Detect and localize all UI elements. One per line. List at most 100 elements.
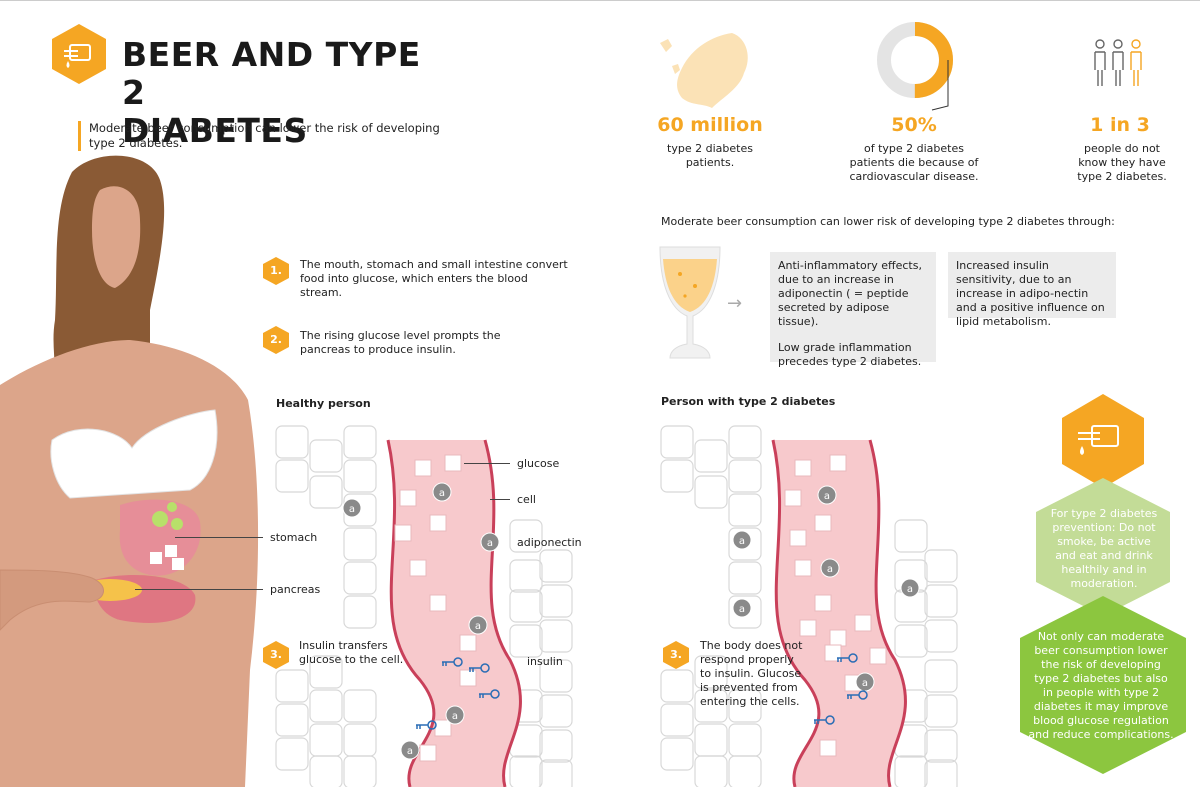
title-line-2: DIABETES <box>122 111 308 150</box>
adiponectin-glyph: a <box>407 746 413 757</box>
step-2-number: 2. <box>270 333 282 346</box>
cell-shape <box>539 759 573 787</box>
cell-shape <box>924 584 958 618</box>
person-icon <box>1094 39 1106 86</box>
stat-1-text: type 2 diabetes patients. <box>667 142 753 169</box>
glucose-cube <box>429 514 447 532</box>
stomach-label: stomach <box>270 531 318 544</box>
cell-shape <box>924 694 958 728</box>
step-3-diabetic-text: The body does not respond properly to in… <box>700 639 803 708</box>
glucose-cube <box>854 614 872 632</box>
adiponectin-dot <box>732 598 752 618</box>
cell-shape <box>728 755 762 787</box>
mechanisms-intro: Moderate beer consumption can lower risk… <box>661 215 1115 228</box>
tips-hexagons <box>1020 394 1186 774</box>
glucose-cube <box>819 739 837 757</box>
diabetic-vessel-diagram: a a a a a a <box>660 425 958 787</box>
insulin-key <box>479 689 500 699</box>
cell-shape <box>894 755 928 787</box>
stat-3-value: 1 in 3 <box>1090 114 1150 136</box>
cell-shape <box>924 659 958 693</box>
cell-shape <box>275 459 309 493</box>
cell-shape <box>660 737 694 771</box>
adiponectin-label: adiponectin <box>517 536 582 549</box>
glucose-cube <box>789 529 807 547</box>
cell-leader <box>490 499 510 500</box>
beer-glass-icon <box>659 246 721 359</box>
cell-shape <box>275 703 309 737</box>
glucose-cube <box>414 459 432 477</box>
cell-shape <box>509 589 543 623</box>
cell-shape <box>539 619 573 653</box>
cell-shape <box>728 723 762 757</box>
cell-shape <box>275 425 309 459</box>
cell-shape <box>309 475 343 509</box>
glucose-label: glucose <box>517 457 560 470</box>
step-3-healthy-hex <box>263 641 289 669</box>
cell-shape <box>509 755 543 787</box>
step-3-healthy-number: 3. <box>270 648 282 661</box>
glucose-cube <box>394 524 412 542</box>
cell-shape <box>309 723 343 757</box>
insulin-key <box>416 720 437 730</box>
adiponectin-dot <box>900 578 920 598</box>
hand-drop-icon-2 <box>1078 425 1119 455</box>
step-3-diabetic-number: 3. <box>670 648 682 661</box>
adiponectin-dot <box>342 498 362 518</box>
glucose-cube <box>869 647 887 665</box>
glucose-leader <box>464 463 510 464</box>
glucose-cube <box>399 489 417 507</box>
intro-text: Moderate beer consumption can lower the … <box>78 121 449 151</box>
adiponectin-glyph: a <box>739 536 745 547</box>
cell-shape <box>728 527 762 561</box>
cell-shape <box>728 459 762 493</box>
cell-shape <box>309 755 343 787</box>
cell-shape <box>660 425 694 459</box>
mechanism-box-2: Increased insulin sensitivity, due to an… <box>948 252 1116 328</box>
insulin-key <box>837 653 858 663</box>
adiponectin-glyph: a <box>907 584 913 595</box>
adiponectin-glyph: a <box>827 564 833 575</box>
cell-shape <box>539 659 573 693</box>
step-2-hex <box>263 326 289 354</box>
adiponectin-glyph: a <box>487 538 493 549</box>
cell-shape <box>694 655 728 689</box>
step-1-hex <box>263 257 289 285</box>
adiponectin-glyph: a <box>862 678 868 689</box>
face <box>92 186 141 288</box>
glucose-cube <box>419 744 437 762</box>
glucose-cube <box>459 634 477 652</box>
cell-shape <box>694 723 728 757</box>
glucose-cube <box>799 619 817 637</box>
adiponectin-glyph: a <box>739 604 745 615</box>
insulin-key <box>442 657 463 667</box>
cell-shape <box>539 549 573 583</box>
adiponectin-glyph: a <box>349 504 355 515</box>
glucose-cube <box>824 644 842 662</box>
glucose-cube <box>814 594 832 612</box>
title-line-1: BEER AND TYPE 2 <box>122 35 421 112</box>
pancreas-label: pancreas <box>270 583 321 596</box>
cell-shape <box>894 624 928 658</box>
cell-shape <box>343 459 377 493</box>
adiponectin-dot <box>400 740 420 760</box>
person-icon <box>1130 39 1142 86</box>
pancreas-leader <box>135 589 263 590</box>
donut-chart-icon <box>877 22 953 111</box>
cell-shape <box>728 561 762 595</box>
glucose-cube <box>409 559 427 577</box>
person-icon <box>1112 39 1124 86</box>
bra <box>50 409 218 499</box>
adiponectin-dot <box>480 532 500 552</box>
insulin-key <box>469 663 490 673</box>
adiponectin-dot <box>445 705 465 725</box>
cell-shape <box>539 584 573 618</box>
glucose-cube <box>829 454 847 472</box>
glucose-cube <box>429 594 447 612</box>
insulin-key <box>847 690 868 700</box>
adiponectin-glyph: a <box>824 491 830 502</box>
woman-figure <box>0 155 259 787</box>
adiponectin-glyph: a <box>475 621 481 632</box>
cell-shape <box>309 439 343 473</box>
